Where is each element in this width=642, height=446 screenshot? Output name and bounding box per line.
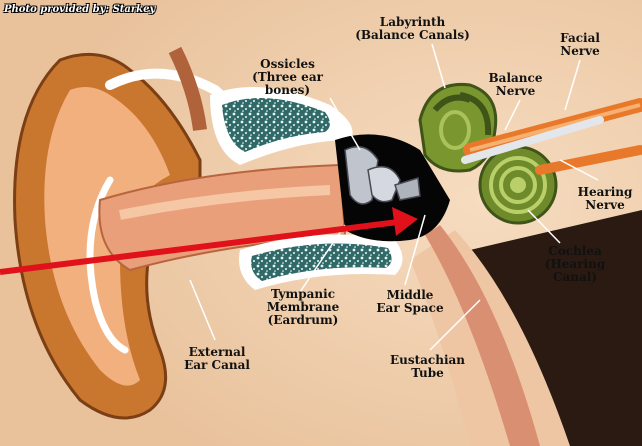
label-eustachian-tube: Eustachian Tube xyxy=(380,354,475,380)
photo-credit: Photo provided by: Starkey xyxy=(4,4,155,15)
label-facial-nerve: Facial Nerve xyxy=(550,32,610,58)
label-cochlea: Cochlea (Hearing Canal) xyxy=(535,245,615,284)
label-tympanic-membrane: Tympanic Membrane (Eardrum) xyxy=(258,288,348,327)
label-hearing-nerve: Hearing Nerve xyxy=(572,186,638,212)
label-middle-ear-space: Middle Ear Space xyxy=(368,289,452,315)
label-external-ear-canal: External Ear Canal xyxy=(172,346,262,372)
label-ossicles: Ossicles (Three ear bones) xyxy=(245,58,330,97)
label-balance-nerve: Balance Nerve xyxy=(483,72,548,98)
label-labyrinth: Labyrinth (Balance Canals) xyxy=(350,16,475,42)
cochlea-center xyxy=(510,177,526,193)
